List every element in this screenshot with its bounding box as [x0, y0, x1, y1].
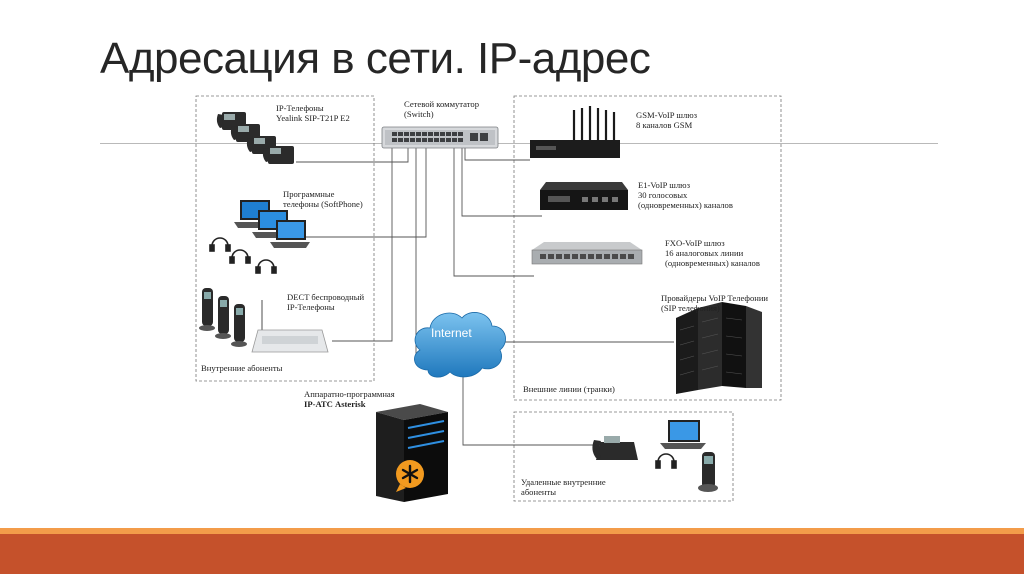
zone-external [513, 95, 782, 401]
server-racks-icon [676, 302, 762, 394]
connection-lines [296, 148, 674, 446]
zone-internal [195, 95, 375, 382]
gsm-label-line2: 8 каналов GSM [636, 120, 693, 130]
e1-label-line3: (одновременных) каналов [638, 200, 733, 210]
internet-cloud-icon [414, 312, 506, 378]
remote-label-line2: абоненты [521, 487, 557, 497]
dect-base-station-icon [251, 300, 329, 353]
softphone-laptops-icon [234, 200, 310, 248]
remote-laptop-icon [660, 420, 706, 449]
pbx-label-line1: Аппаратно-программная [304, 389, 395, 399]
dect-handsets-icon [199, 288, 247, 347]
fxo-gateway-icon [531, 242, 643, 265]
ip-phones-label-line1: IP-Телефоны [276, 103, 324, 113]
remote-dect-handset-icon [698, 452, 718, 492]
external-lines-label: Внешние линии (транки) [523, 384, 615, 394]
pbx-label-line2: IP-АТС Asterisk [304, 399, 366, 409]
internal-subscribers-label: Внутренние абоненты [201, 363, 283, 373]
switch-label-line2: (Switch) [404, 109, 434, 119]
softphones-label-line2: телефоны (SoftPhone) [283, 199, 363, 209]
fxo-label-line1: FXO-VoIP шлюз [665, 238, 725, 248]
asterisk-server-icon [376, 404, 448, 502]
gsm-gateway-icon [530, 106, 620, 158]
slide-title: Адресация в сети. IP-адрес [100, 34, 651, 83]
gsm-label-line1: GSM-VoIP шлюз [636, 110, 698, 120]
ip-phones-label-line2: Yealink SIP-T21P E2 [276, 113, 350, 123]
fxo-label-line2: 16 аналоговых линии [665, 248, 744, 258]
e1-label-line1: E1-VoIP шлюз [638, 180, 690, 190]
dect-label-line2: IP-Телефоны [287, 302, 335, 312]
switch-label-line1: Сетевой коммутатор [404, 99, 479, 109]
providers-label-line2: (SIP телефония) [661, 303, 720, 313]
network-switch [381, 126, 499, 149]
headsets-icon [209, 237, 277, 274]
zone-remote [513, 411, 734, 502]
remote-desk-phone-icon [592, 436, 638, 460]
dect-label-line1: DECT беспроводный [287, 292, 365, 302]
footer-accent-stripe [0, 528, 1024, 534]
remote-label-line1: Удаленные внутренние [521, 477, 606, 487]
e1-gateway-icon [540, 182, 628, 210]
e1-label-line2: 30 голосовых [638, 190, 688, 200]
footer-accent-bar [0, 534, 1024, 574]
title-divider [100, 143, 938, 144]
ip-desk-phones-icon [216, 112, 294, 164]
remote-headset-icon [655, 453, 677, 469]
providers-label-line1: Провайдеры VoIP Телефонии [661, 293, 769, 303]
internet-label: Internet [431, 326, 472, 340]
fxo-label-line3: (одновременных) каналов [665, 258, 760, 268]
softphones-label-line1: Программные [283, 189, 335, 199]
